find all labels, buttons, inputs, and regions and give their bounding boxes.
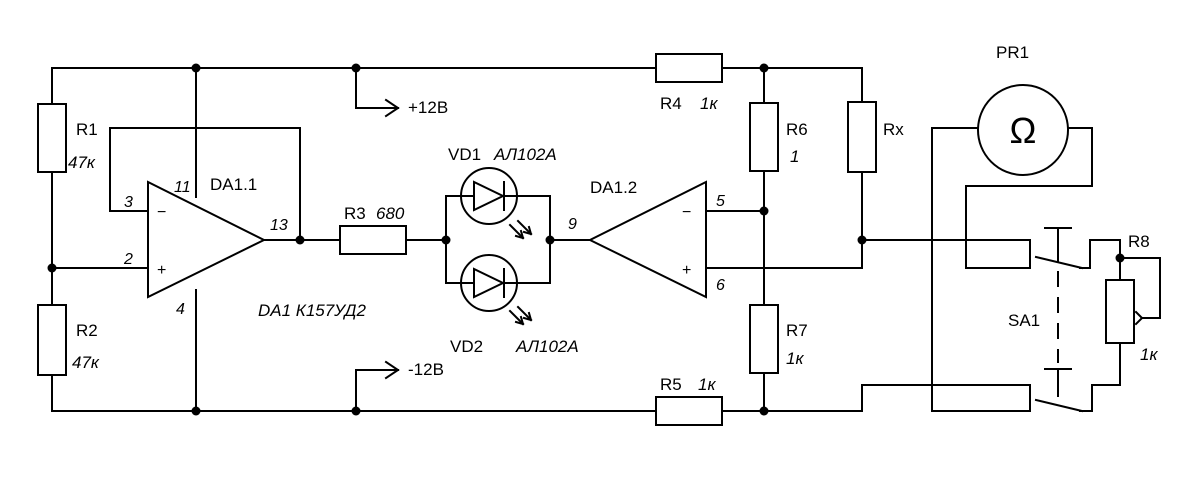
led-vd2: [460, 254, 533, 326]
r4-label: R4: [660, 94, 682, 113]
junction-dot: [759, 206, 769, 216]
plus-12v-label: +12В: [408, 98, 448, 117]
opamp-da1-2: [587, 180, 707, 299]
ohmmeter-pr1: [977, 84, 1069, 176]
resistor-rx: [847, 101, 877, 173]
junction-dot: [857, 235, 867, 245]
junction-dot: [545, 235, 555, 245]
junction-dot: [191, 406, 201, 416]
r5-label: R5: [660, 375, 682, 394]
r3-value: 680: [376, 204, 405, 223]
supply-plus-arrow: [384, 98, 400, 118]
junction-dot: [441, 235, 451, 245]
sa1-label: SA1: [1008, 311, 1040, 330]
vd2-type: АЛ102А: [515, 337, 579, 356]
r4-value: 1к: [700, 94, 718, 113]
r7-label: R7: [786, 321, 808, 340]
resistor-r8: [1105, 279, 1144, 344]
r6-value: 1: [790, 147, 799, 166]
junctions: [47, 63, 1125, 416]
supply-minus-arrow: [384, 360, 400, 380]
plus-sign: +: [157, 262, 166, 279]
resistor-r6: [749, 102, 779, 172]
led-vd1: [460, 167, 533, 240]
da1-2-label: DA1.2: [590, 178, 637, 197]
vd2-label: VD2: [450, 337, 483, 356]
pin-2: 2: [123, 251, 133, 268]
junction-dot: [47, 263, 57, 273]
resistor-r1: [37, 103, 67, 173]
resistor-r4: [655, 53, 723, 83]
minus-sign: −: [157, 204, 166, 221]
minus-sign: −: [682, 204, 691, 221]
junction-dot: [295, 235, 305, 245]
pin-3: 3: [124, 194, 133, 211]
pin-4: 4: [176, 301, 185, 318]
resistor-r3: [339, 225, 407, 255]
pin-13: 13: [270, 217, 288, 234]
switch-sa1: [1029, 227, 1084, 413]
resistor-r2: [37, 304, 67, 376]
junction-dot: [351, 406, 361, 416]
junction-dot: [759, 406, 769, 416]
plus-sign: +: [682, 262, 691, 279]
minus-12v-label: -12В: [408, 360, 444, 379]
resistor-r5: [655, 396, 723, 426]
r8-label: R8: [1128, 232, 1150, 251]
pin-11: 11: [174, 179, 191, 196]
opamp-da1-1: [147, 180, 267, 299]
da1-type-label: DA1 К157УД2: [258, 301, 366, 320]
pin-6: 6: [716, 277, 725, 294]
r3-label: R3: [344, 204, 366, 223]
ohm-symbol: Ω: [1010, 110, 1037, 151]
r6-label: R6: [786, 120, 808, 139]
junction-dot: [351, 63, 361, 73]
vd1-label: VD1: [448, 145, 481, 164]
r8-value: 1к: [1140, 345, 1158, 364]
junction-dot: [191, 63, 201, 73]
rx-label: Rx: [883, 120, 904, 139]
r1-label: R1: [76, 120, 98, 139]
pin-5: 5: [716, 193, 725, 210]
vd1-type: АЛ102А: [493, 145, 557, 164]
r1-value: 47к: [68, 153, 96, 172]
r2-value: 47к: [72, 353, 100, 372]
resistor-r7: [749, 304, 779, 374]
da1-1-label: DA1.1: [210, 175, 257, 194]
r7-value: 1к: [786, 349, 804, 368]
junction-dot: [1115, 253, 1125, 263]
pin-9: 9: [568, 216, 577, 233]
junction-dot: [759, 63, 769, 73]
pr1-label: PR1: [996, 43, 1029, 62]
r5-value: 1к: [698, 375, 716, 394]
r2-label: R2: [76, 321, 98, 340]
